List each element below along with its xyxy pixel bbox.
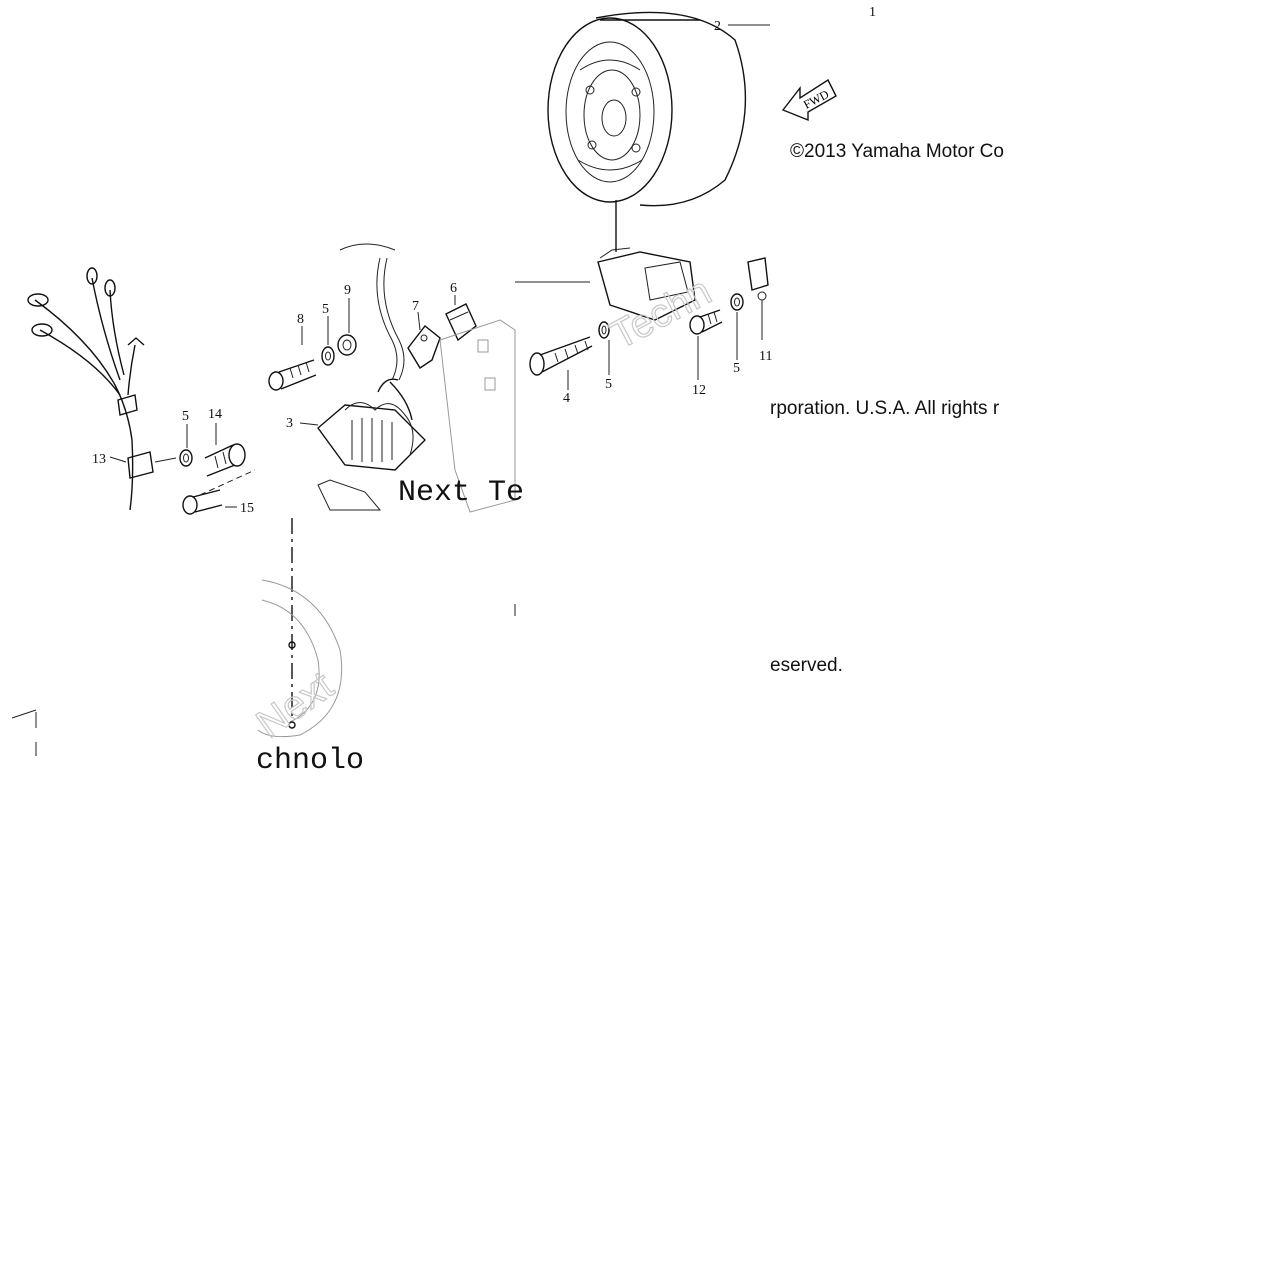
rotor-fragment <box>257 579 343 738</box>
callout-13: 13 <box>92 452 106 467</box>
watermark-next-te: Next Te <box>398 476 524 510</box>
copyright-line-1: ©2013 Yamaha Motor Co <box>790 141 1004 162</box>
callout-5-left-center: 5 <box>322 302 329 317</box>
bracket-fragment <box>11 709 37 756</box>
copyright-line-3: eserved. <box>770 655 843 676</box>
screw-4 <box>529 336 593 376</box>
flywheel-rotor <box>547 11 747 207</box>
callout-7: 7 <box>412 299 419 314</box>
fwd-label: FWD <box>801 87 831 112</box>
screw-12 <box>689 309 723 335</box>
screw-15 <box>182 489 223 515</box>
callout-1: 1 <box>869 5 876 20</box>
screw-14 <box>204 443 246 477</box>
wiring-harness <box>27 267 154 511</box>
forward-arrow-icon: FWD <box>781 78 837 122</box>
callout-5-center: 5 <box>605 377 612 392</box>
callout-8: 8 <box>297 312 304 327</box>
watermark-next: Next <box>249 663 342 746</box>
callout-5-left: 5 <box>182 409 189 424</box>
washer-5-center <box>598 321 610 339</box>
contact-breaker <box>747 257 769 340</box>
bracket-6 <box>445 303 477 342</box>
ignition-coil <box>317 243 426 511</box>
washer-5-left-center <box>321 346 335 366</box>
callout-11: 11 <box>759 349 772 364</box>
callout-12: 12 <box>692 383 706 398</box>
stator-assembly <box>515 247 696 321</box>
watermark-techn: Techn <box>604 269 719 358</box>
washer-5-right <box>730 293 744 311</box>
washer-5-left <box>179 449 193 467</box>
washer-9 <box>337 334 357 356</box>
screw-8 <box>268 359 317 391</box>
callout-4: 4 <box>563 391 570 406</box>
callout-3: 3 <box>286 416 293 431</box>
callout-14: 14 <box>208 407 222 422</box>
base-plate-outline <box>439 319 516 513</box>
watermark-chnolo: chnolo <box>256 744 364 778</box>
callout-15: 15 <box>240 501 254 516</box>
callout-9: 9 <box>344 283 351 298</box>
callout-6: 6 <box>450 281 457 296</box>
callout-2: 2 <box>714 19 721 34</box>
copyright-line-2: rporation. U.S.A. All rights r <box>770 398 1000 419</box>
callout-5-right: 5 <box>733 361 740 376</box>
clamp-7 <box>407 325 441 369</box>
